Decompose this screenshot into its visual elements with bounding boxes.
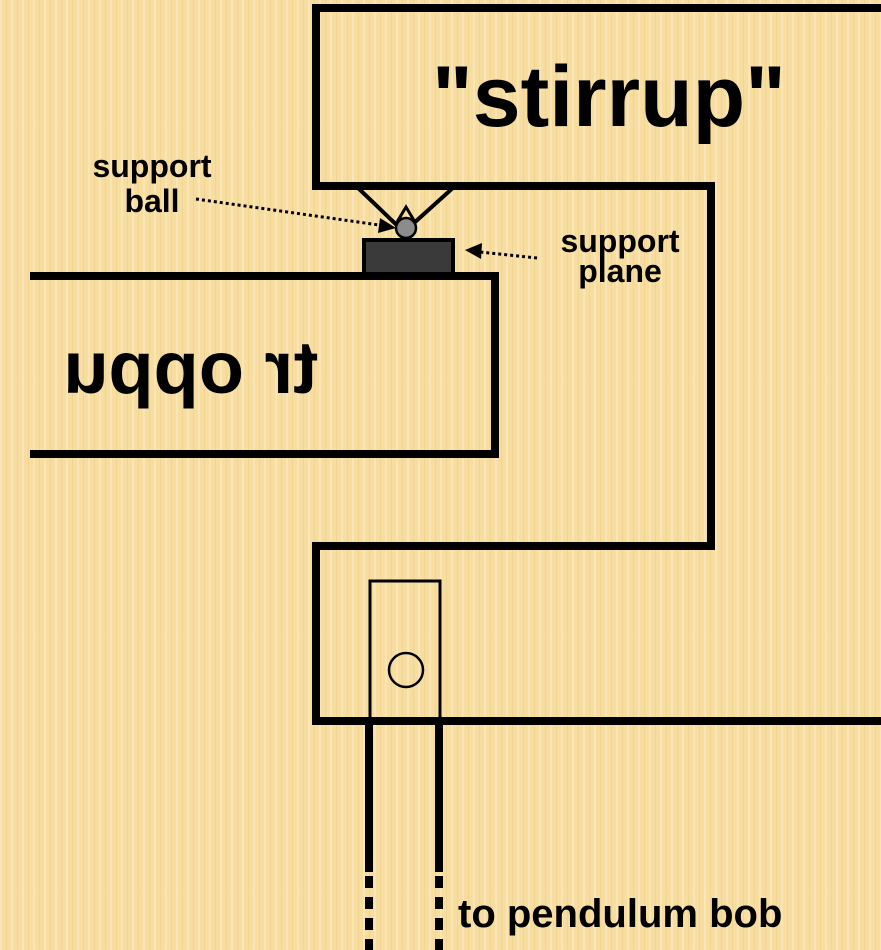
stirrup-frame	[312, 4, 881, 725]
support-plane-arrow	[479, 250, 538, 260]
ball-cradle	[395, 204, 417, 223]
support-ball-label-line1: support	[92, 148, 211, 184]
support-ball	[394, 216, 418, 240]
mirrored-support-label: tr oppu	[63, 326, 318, 409]
support-ball-arrow	[195, 197, 387, 228]
support-plane-arrowhead	[465, 243, 482, 259]
support-block	[30, 272, 499, 458]
pendulum-rod-top	[368, 579, 442, 723]
pendulum-bob-label: to pendulum bob	[458, 892, 782, 936]
support-ball-arrowhead	[378, 218, 396, 233]
stirrup-label: "stirrup"	[432, 49, 786, 145]
support-plane	[362, 238, 455, 276]
support-plane-label-line1: support	[560, 223, 679, 259]
support-ball-label-line2: ball	[124, 183, 179, 219]
pivot-hole	[387, 651, 425, 689]
support-plane-label-line2: plane	[578, 253, 662, 289]
